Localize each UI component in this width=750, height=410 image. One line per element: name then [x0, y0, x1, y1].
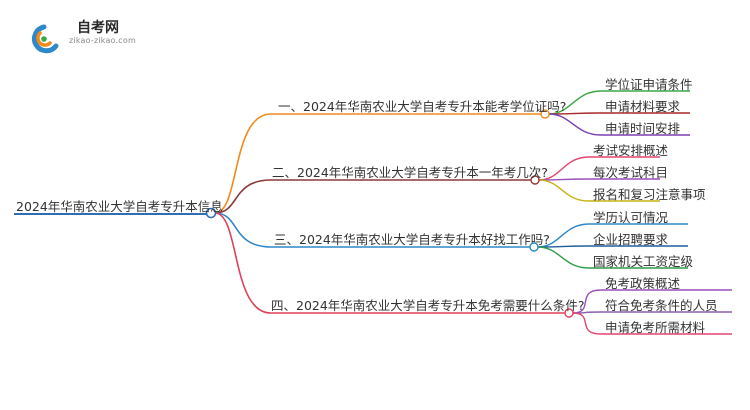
leaf-2-3-connector — [538, 179, 590, 202]
branch-1-label[interactable]: 一、2024年华南农业大学自考专升本能考学位证吗? — [278, 99, 567, 114]
branch-2-connector — [214, 179, 272, 214]
leaf-3-2[interactable]: 企业招聘要求 — [593, 232, 669, 247]
branch-4-node — [564, 308, 574, 318]
brand-url[interactable]: zikao-zikao.com — [69, 36, 136, 45]
leaf-2-2[interactable]: 每次考试科目 — [593, 165, 669, 180]
leaf-4-3-connector — [572, 312, 602, 335]
brand-name[interactable]: 自考网 — [77, 20, 119, 36]
leaf-3-3[interactable]: 国家机关工资定级 — [593, 254, 694, 269]
branch-1-node — [540, 109, 550, 119]
leaf-1-1[interactable]: 学位证申请条件 — [605, 77, 693, 92]
leaf-1-3[interactable]: 申请时间安排 — [605, 121, 681, 136]
branch-2-label[interactable]: 二、2024年华南农业大学自考专升本一年考几次? — [272, 165, 548, 180]
leaf-1-2[interactable]: 申请材料要求 — [605, 99, 681, 114]
logo-icon — [31, 24, 59, 54]
branch-2-node — [530, 175, 540, 185]
branch-3-node — [529, 242, 539, 252]
leaf-3-3-connector — [537, 246, 590, 269]
leaf-2-3[interactable]: 报名和复习注意事项 — [593, 187, 706, 202]
branch-4-connector — [214, 212, 272, 314]
root-node — [205, 207, 217, 219]
leaf-4-3[interactable]: 申请免考所需材料 — [605, 320, 706, 335]
leaf-2-1[interactable]: 考试安排概述 — [593, 143, 669, 158]
branch-3-label[interactable]: 三、2024年华南农业大学自考专升本好找工作吗? — [274, 232, 550, 247]
leaf-1-3-connector — [548, 113, 602, 136]
root-topic[interactable]: 2024年华南农业大学自考专升本信息 — [16, 199, 223, 214]
leaf-4-1[interactable]: 免考政策概述 — [605, 276, 681, 291]
leaf-3-1[interactable]: 学历认可情况 — [593, 210, 669, 225]
branch-4-label[interactable]: 四、2024年华南农业大学自考专升本免考需要什么条件? — [271, 298, 585, 313]
branch-3-connector — [214, 212, 272, 248]
branch-1-connector — [214, 113, 272, 214]
leaf-4-2[interactable]: 符合免考条件的人员 — [605, 298, 718, 313]
